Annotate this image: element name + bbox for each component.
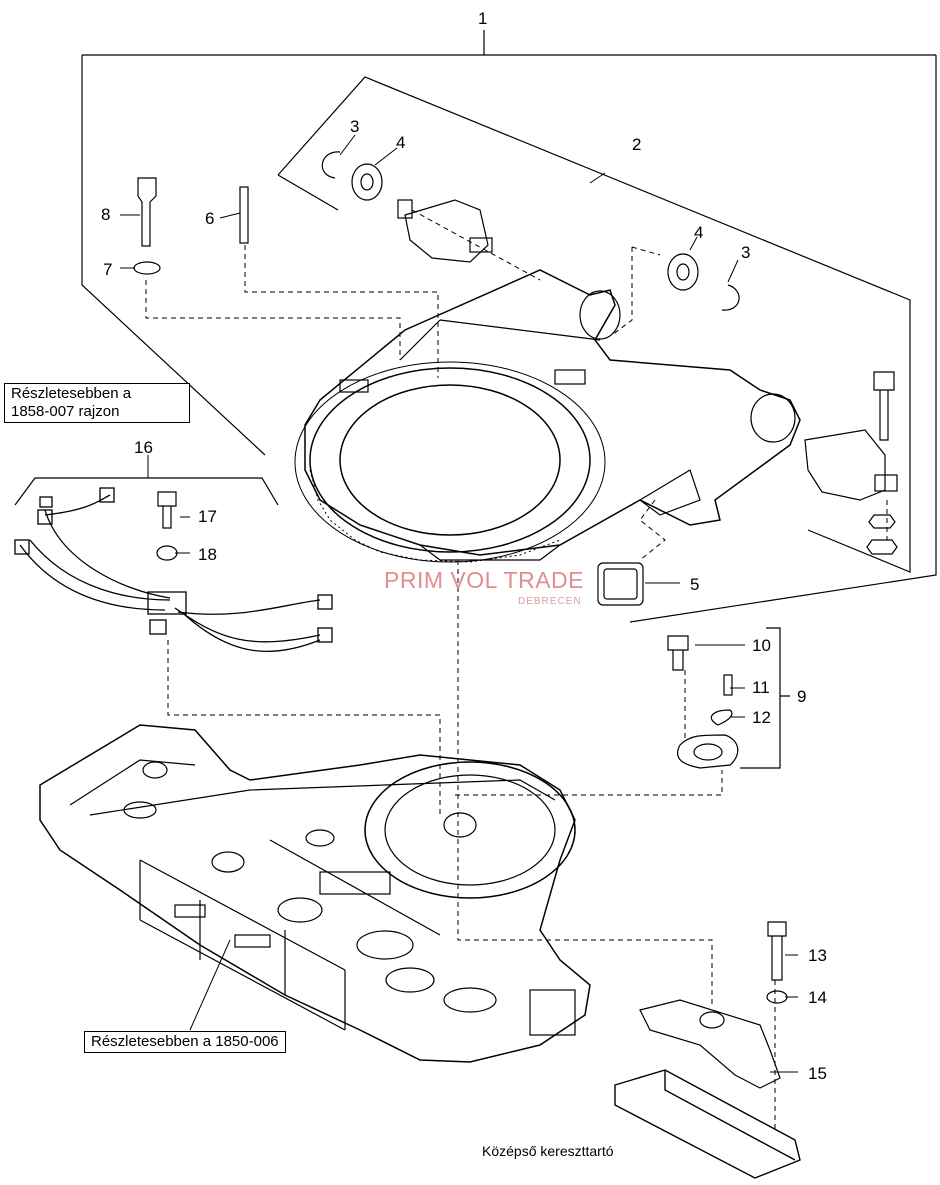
clip-12 — [710, 709, 733, 726]
bolt-10 — [667, 635, 689, 671]
callout-7: 7 — [103, 260, 112, 279]
callout-9: 9 — [797, 687, 806, 706]
group-9-bracket — [740, 627, 790, 769]
frame-reference-box: Részletesebben a 1850-006 — [84, 1031, 286, 1053]
bushing-right — [804, 429, 886, 501]
washer-7 — [133, 261, 161, 275]
callout-13: 13 — [808, 946, 827, 965]
callout-3-upper: 3 — [350, 117, 359, 136]
washer-right — [667, 253, 699, 291]
wiring-harness — [14, 487, 333, 653]
leader-lines — [120, 134, 798, 1073]
callout-12: 12 — [752, 708, 771, 727]
callout-16: 16 — [134, 438, 153, 457]
watermark-name: PRIM VOL TRADE — [384, 567, 584, 593]
callout-4-right: 4 — [694, 223, 703, 242]
callout-3-right: 3 — [741, 243, 750, 262]
callout-2: 2 — [632, 135, 641, 154]
upper-frame — [304, 269, 801, 556]
plate-9 — [677, 734, 739, 769]
watermark-city: DEBRECEN — [518, 596, 582, 607]
bolt-13 — [767, 921, 787, 981]
bushing-left — [404, 199, 489, 263]
lower-slewing-ring — [364, 761, 576, 899]
wiring-reference-line-2: 1858-007 rajzon — [11, 403, 120, 420]
screw-right — [873, 371, 895, 441]
bolt-17 — [157, 491, 177, 529]
callout-6: 6 — [205, 209, 214, 228]
callout-10: 10 — [752, 636, 771, 655]
washer-upper — [351, 163, 383, 201]
wiring-reference-line-1: Részletesebben a — [11, 385, 132, 402]
circlip-right — [721, 284, 740, 311]
callout-1: 1 — [478, 9, 487, 28]
callout-17: 17 — [198, 507, 217, 526]
callout-5: 5 — [690, 575, 699, 594]
callout-4-upper: 4 — [396, 133, 405, 152]
washer-18 — [156, 545, 178, 561]
callout-14: 14 — [808, 988, 827, 1007]
callout-8: 8 — [101, 205, 110, 224]
washer-14 — [766, 990, 788, 1004]
circlip-upper — [321, 151, 341, 179]
callout-18: 18 — [198, 545, 217, 564]
crossmember-label: Középső kereszttartó — [482, 1143, 614, 1159]
center-bracket — [639, 999, 781, 1089]
crossmember-shape — [614, 1069, 801, 1179]
wiring-reference-box: Részletesebben a 1858-007 rajzon — [4, 383, 190, 423]
callout-15: 15 — [808, 1064, 827, 1083]
callout-11: 11 — [752, 678, 770, 697]
group-2-bracket — [277, 76, 911, 573]
callout-labels: 1 2 3 4 4 3 6 8 7 5 16 17 18 10 11 9 12 … — [101, 9, 827, 1083]
pin-6 — [239, 186, 249, 244]
group-1-bracket — [81, 30, 937, 623]
screw-8 — [137, 177, 157, 247]
pin-11 — [723, 674, 733, 696]
pad-5 — [597, 562, 644, 606]
group-16-bracket — [14, 477, 279, 506]
upper-slewing-ring — [339, 384, 561, 536]
assembly-dashes — [145, 209, 888, 1130]
